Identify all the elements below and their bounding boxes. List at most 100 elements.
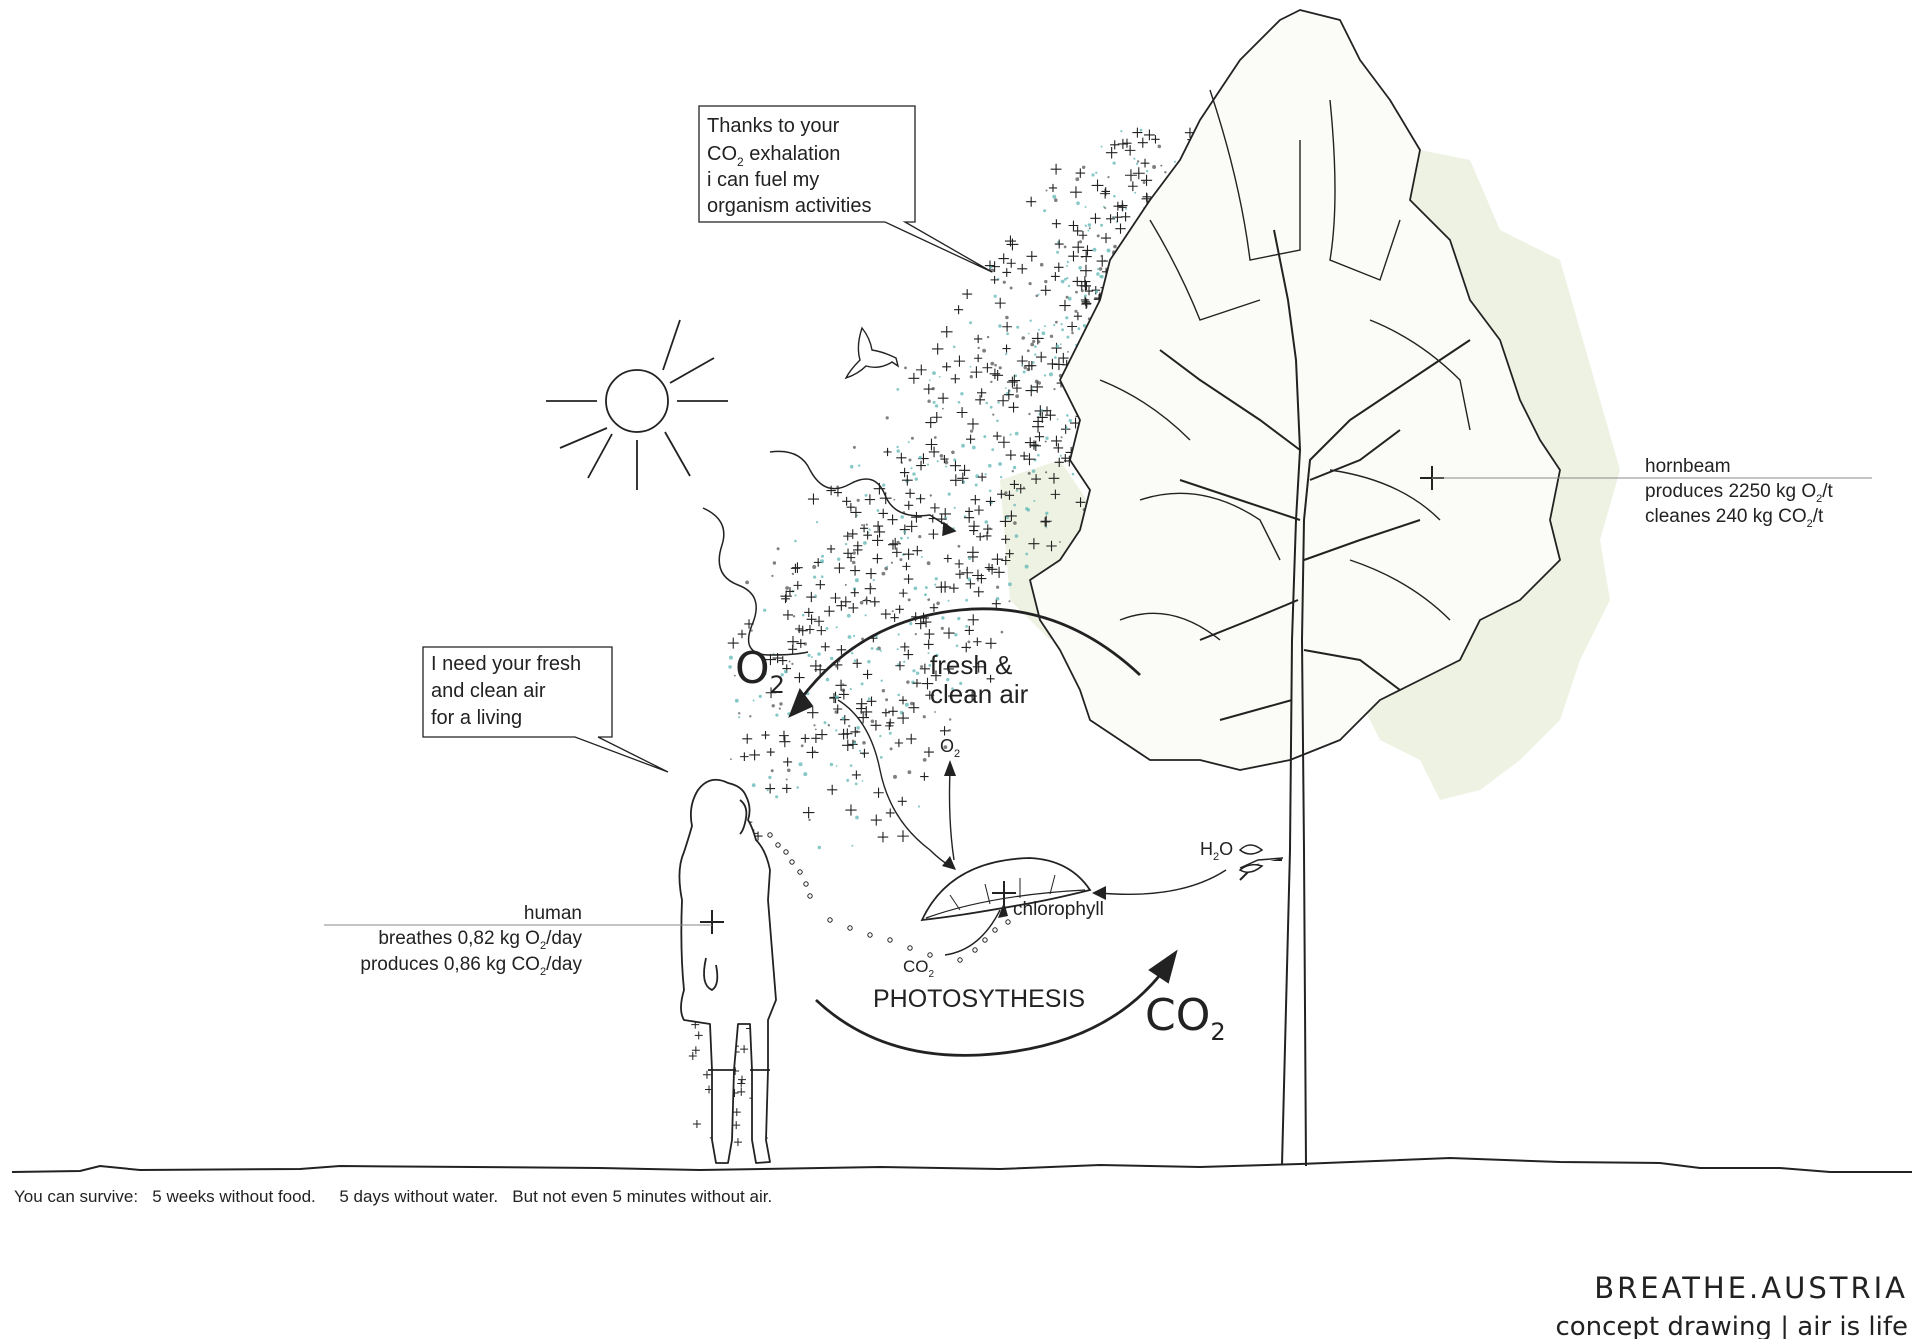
air-particle-dot <box>1033 499 1036 502</box>
air-particle-dot <box>1173 160 1176 163</box>
hornbeam-produces: produces 2250 kg O2/t <box>1645 481 1834 505</box>
air-particle-dot <box>1037 453 1040 457</box>
air-particle-plus <box>961 566 974 579</box>
air-particle-plus <box>781 594 790 604</box>
air-particle-plus <box>921 677 934 690</box>
human-bubble-line-2: and clean air <box>431 680 546 702</box>
air-particle-plus <box>972 569 984 582</box>
human-produces-b: /day <box>546 954 582 975</box>
air-particle-plus <box>881 708 890 717</box>
air-particle-dot <box>807 653 811 658</box>
air-particle-dot <box>1066 414 1069 417</box>
air-particle-dot <box>1055 344 1060 349</box>
chlorophyll-label: chlorophyll <box>1013 899 1104 920</box>
air-particle-dot <box>900 536 903 540</box>
co2-main-label: CO2 <box>1145 990 1226 1046</box>
air-particle-plus <box>1067 321 1077 332</box>
co2-trail-bubble <box>827 917 833 923</box>
air-particle-plus <box>943 554 952 563</box>
air-particle-dot <box>959 681 963 686</box>
air-particle-dot <box>813 575 817 579</box>
human-breathes-sub: 2 <box>540 940 546 952</box>
air-particle-dot <box>835 695 839 700</box>
air-particle-plus <box>866 696 877 707</box>
air-particle-dot <box>1045 471 1048 474</box>
air-particle-dot <box>934 577 938 581</box>
air-particle-dot <box>896 388 900 391</box>
air-particle-plus <box>1090 213 1101 224</box>
sun-icon <box>546 319 728 490</box>
co2-trail-bubble <box>887 937 893 943</box>
co2-trail-bubble <box>982 937 988 943</box>
air-particle-dot <box>929 494 932 497</box>
air-particle-plus <box>920 616 932 628</box>
air-particle-dot <box>912 472 916 476</box>
co2-small-sub: 2 <box>929 969 935 980</box>
air-particle-dot <box>1078 240 1083 244</box>
hornbeam-produces-b: /t <box>1822 481 1833 502</box>
air-particle-plus <box>779 736 791 748</box>
air-particle-plus <box>901 474 913 486</box>
air-particle-plus <box>885 721 894 731</box>
air-particle-plus <box>842 496 852 506</box>
air-particle-plus <box>788 644 798 654</box>
air-particle-dot <box>868 528 871 531</box>
air-particle-dot <box>996 419 999 423</box>
air-particle-plus <box>953 355 966 367</box>
air-particle-dot <box>1043 325 1046 328</box>
air-particle-dot <box>785 586 789 590</box>
air-particle-plus <box>765 783 776 794</box>
air-particle-dot <box>984 520 989 524</box>
air-particle-plus <box>742 733 753 744</box>
air-particle-dot <box>897 633 900 636</box>
air-particle-plus <box>1001 555 1011 566</box>
air-particle-dot <box>951 450 955 455</box>
air-particle-dot <box>977 346 980 350</box>
air-particle-plus <box>1016 484 1026 494</box>
air-particle-dot <box>852 551 856 555</box>
air-particle-dot <box>1113 216 1116 219</box>
air-particle-plus <box>1140 158 1150 168</box>
air-particle-plus <box>859 524 869 533</box>
air-particle-plus <box>887 514 898 525</box>
air-particle-plus <box>826 485 836 496</box>
air-particle-plus <box>782 783 792 794</box>
air-particle-dot <box>1135 162 1139 165</box>
air-particle-plus <box>1143 129 1155 141</box>
air-particle-plus <box>1051 219 1061 229</box>
air-particle-plus <box>850 726 861 737</box>
air-particle-plus <box>970 366 983 379</box>
air-particle-plus <box>1073 312 1082 321</box>
air-particle-plus <box>1002 268 1012 277</box>
air-particle-plus <box>1017 263 1028 274</box>
air-particle-dot <box>1133 157 1136 160</box>
air-particle-plus <box>1028 538 1040 550</box>
air-particle-dot <box>910 467 913 470</box>
air-particle-plus <box>796 639 806 648</box>
air-particle-plus <box>999 515 1011 527</box>
co2-small-label: CO2 <box>903 957 935 980</box>
air-particle-plus <box>890 613 899 622</box>
air-particle-plus <box>1117 200 1128 211</box>
air-particle-dot <box>861 637 864 641</box>
air-particle-dot <box>1063 245 1067 249</box>
air-particle-dot <box>1088 227 1091 230</box>
air-particle-dot <box>875 647 879 651</box>
air-particle-plus <box>915 364 927 376</box>
air-particle-plus <box>908 702 920 714</box>
air-particle-dot <box>853 659 857 663</box>
air-particle-plus <box>873 526 886 538</box>
air-particle-dot <box>1004 491 1008 495</box>
h2o-label: H2O <box>1200 839 1233 863</box>
air-particle-plus <box>1051 435 1062 447</box>
air-particle-plus <box>1031 474 1042 484</box>
air-particle-dot <box>1113 194 1116 198</box>
air-particle-plus <box>842 728 853 739</box>
air-particle-dot <box>1035 294 1039 298</box>
air-particle-plus <box>811 733 821 743</box>
air-particle-dot <box>752 699 755 702</box>
air-particle-dot <box>779 702 783 706</box>
air-particle-dot <box>817 652 821 656</box>
air-particle-dot <box>1071 472 1075 476</box>
air-particle-dot <box>1084 206 1087 208</box>
